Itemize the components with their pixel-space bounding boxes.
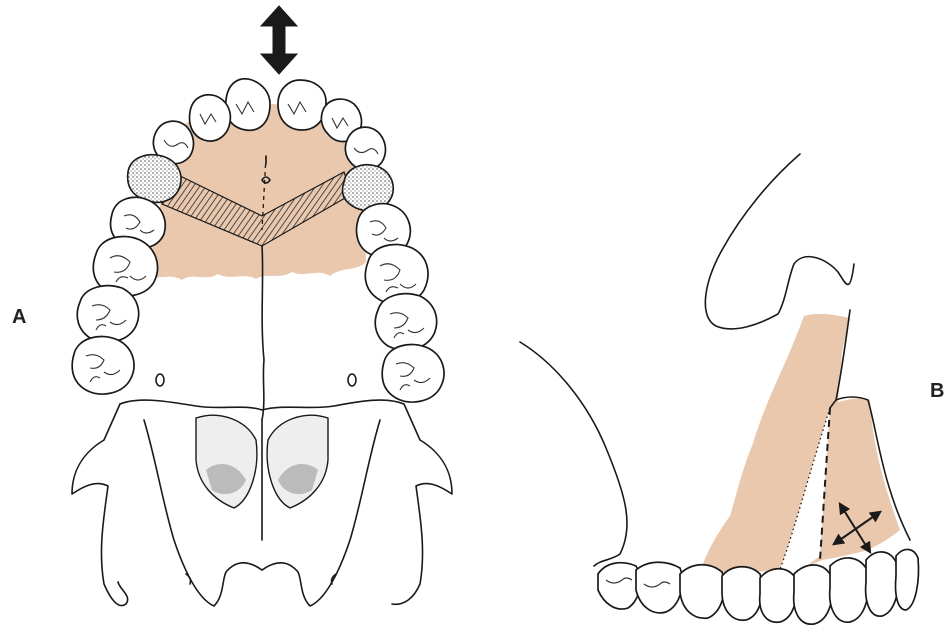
face-profile: [520, 342, 627, 566]
double-headed-vertical-arrow-icon: [261, 6, 297, 74]
right-greater-palatine-foramen: [348, 374, 356, 386]
left-greater-palatine-foramen: [156, 374, 164, 386]
left-posterior-teeth: [72, 197, 165, 394]
right-posterior-teeth: [357, 204, 445, 402]
panel-a-palate-view: [72, 6, 452, 606]
stippled-premolar-left: [128, 155, 181, 203]
panel-b-lateral-view: [520, 154, 919, 624]
skull-base-outline: [72, 400, 452, 606]
nose-outline: [705, 154, 854, 329]
